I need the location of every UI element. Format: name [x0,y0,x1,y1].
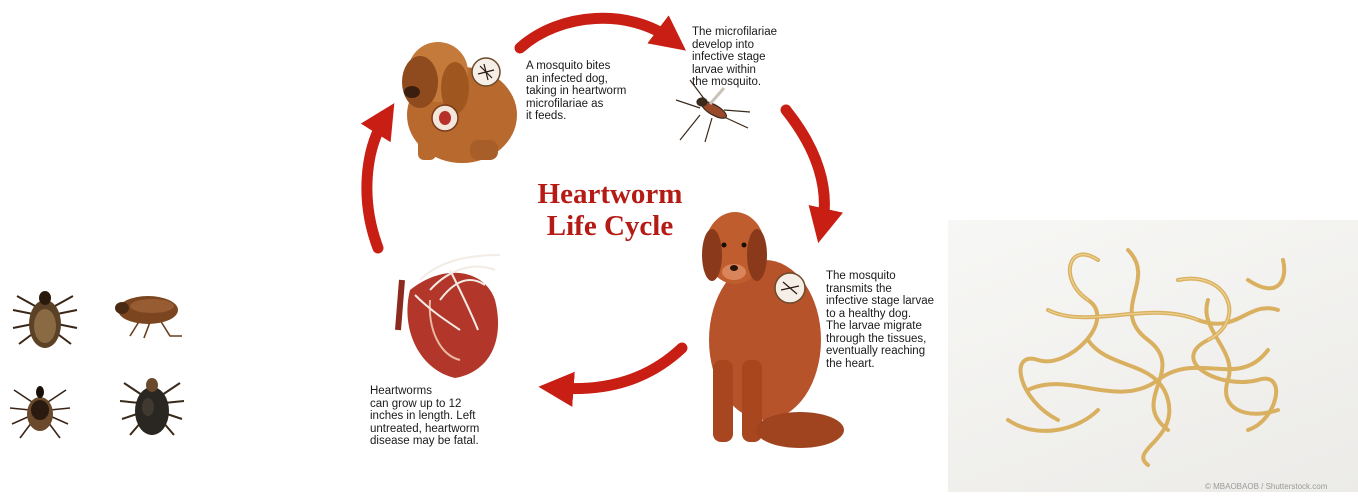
arrow-right [786,110,824,226]
mosquito-illustration [676,80,750,142]
photo-credit: © MBAOBAOB / Shutterstock.com [1205,482,1327,491]
caption-infected-dog: A mosquito bites an infected dog, taking… [526,60,626,123]
heartworms-photo [948,220,1358,492]
parasites-panel [0,270,210,460]
tick-icon [10,386,70,438]
title-line-1: Heartworm [500,178,720,210]
arrow-top [520,18,672,48]
infected-dog-illustration [402,42,517,163]
tick-icon [120,378,184,435]
heartworms-illustration [948,220,1358,492]
title-line-2: Life Cycle [500,210,720,242]
caption-mosquito-development: The microfilariae develop into infective… [692,26,777,89]
arrow-left [367,118,385,248]
tick-icon [13,291,77,348]
healthy-dog-illustration [702,212,844,448]
caption-heart: Heartworms can grow up to 12 inches in l… [370,385,479,448]
flea-icon [115,296,182,338]
diagram-title: Heartworm Life Cycle [500,178,720,242]
arrow-bottom [556,348,682,389]
caption-healthy-dog: The mosquito transmits the infective sta… [826,270,934,370]
heart-illustration [398,255,500,378]
